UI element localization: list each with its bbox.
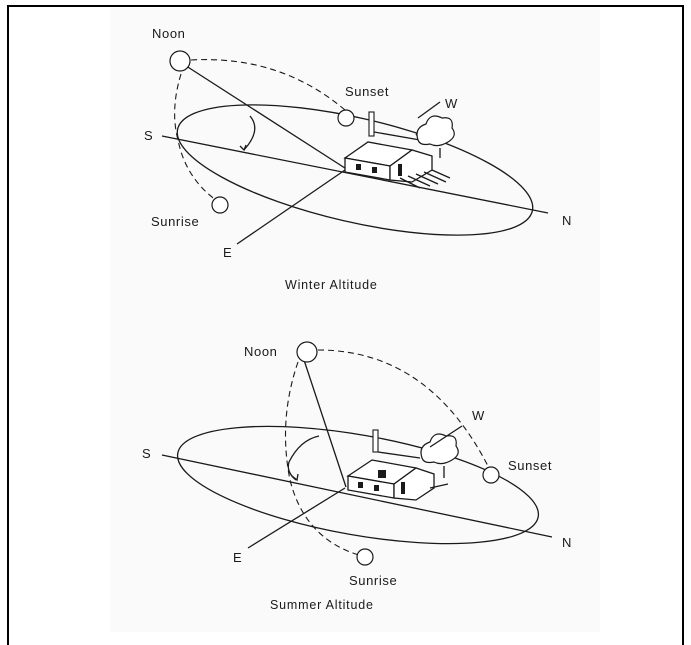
winter-morning-path [174,73,221,204]
winter-arc-arrow [239,144,247,152]
winter-east-line [236,169,346,245]
scanned-page [110,8,600,632]
winter-noon-label: Noon [152,26,185,41]
summer-north-label: N [562,535,572,550]
winter-north-label: N [562,213,572,228]
summer-horizon-ellipse [176,425,540,545]
winter-sunrise-sun-icon [211,196,229,214]
summer-sunrise-sun-icon [356,548,374,566]
summer-sunset-label: Sunset [508,458,552,473]
summer-south-north-axis [161,454,553,538]
summer-sunset-sun-icon [482,466,500,484]
summer-noon-label: Noon [244,344,277,359]
winter-horizon-ellipse [176,104,534,236]
summer-east-label: E [233,550,242,565]
winter-afternoon-path [190,59,346,111]
summer-south-label: S [142,446,151,461]
summer-noon-sun-icon [296,341,318,363]
winter-sunrise-label: Sunrise [151,214,199,229]
winter-south-north-axis [161,135,549,214]
summer-morning-path [285,361,363,557]
summer-west-label: W [472,408,485,423]
summer-caption: Summer Altitude [270,598,374,612]
summer-east-line [247,487,346,549]
winter-altitude-arc [243,115,256,151]
summer-sunrise-label: Sunrise [349,573,397,588]
summer-afternoon-path [317,349,491,471]
winter-sunset-label: Sunset [345,84,389,99]
summer-west-pointer [429,425,463,448]
sun-path-diagram: Noon Sunset W S N Sunrise E Winter Altit… [142,26,572,612]
winter-noon-ray [179,61,349,171]
summer-altitude-arc [287,435,320,481]
winter-house-icon [343,111,455,189]
summer-noon-ray [303,359,347,488]
winter-diagram: Noon Sunset W S N Sunrise E Winter Altit… [144,26,572,292]
winter-south-label: S [144,128,153,143]
winter-west-pointer [417,101,441,119]
winter-west-label: W [445,96,458,111]
summer-diagram: Noon W S Sunset N E Sunrise Summer Altit… [142,341,572,612]
winter-noon-sun-icon [169,50,191,72]
winter-east-label: E [223,245,232,260]
winter-caption: Winter Altitude [285,278,378,292]
winter-sunset-sun-icon [337,109,355,127]
summer-house-icon [346,429,459,501]
summer-arc-arrow [291,473,299,482]
